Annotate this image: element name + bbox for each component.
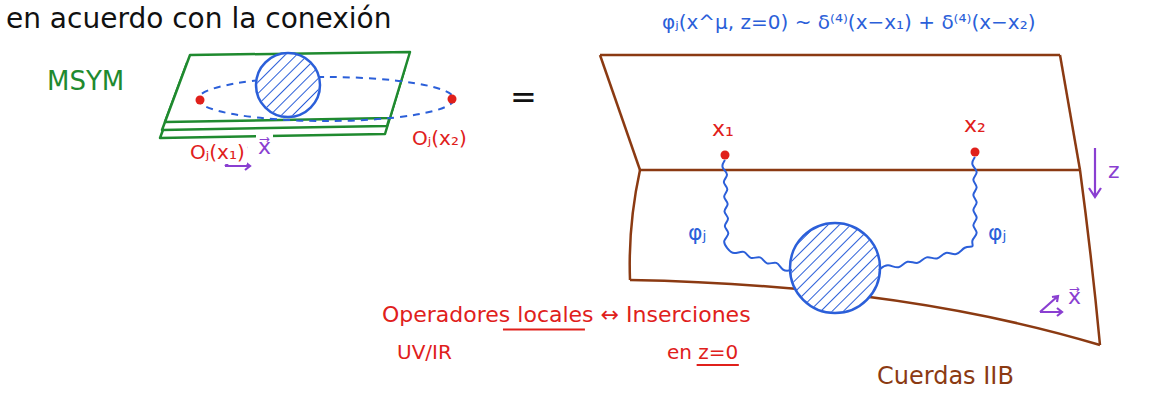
propagator-line bbox=[879, 157, 977, 270]
point-label: x₁ bbox=[710, 116, 736, 142]
dictionary-note: Operadores locales ↔ Inserciones bbox=[380, 302, 753, 328]
dictionary-note: UV/IR bbox=[395, 340, 454, 364]
insertion-dot bbox=[448, 95, 457, 104]
dictionary-note: en z=0 bbox=[665, 340, 740, 364]
axis-label: x⃗ bbox=[256, 134, 273, 160]
field-label: φⱼ bbox=[686, 220, 708, 246]
axis-label: x⃗ bbox=[1066, 284, 1083, 310]
underline bbox=[503, 328, 585, 330]
brane-stack bbox=[160, 52, 410, 138]
boundary-condition: φⱼ(x^μ, z=0) ~ δ⁽⁴⁾(x−x₁) + δ⁽⁴⁾(x−x₂) bbox=[660, 10, 1038, 34]
insertion-dot bbox=[721, 151, 730, 160]
insertion-dot bbox=[971, 148, 980, 157]
dashed-loop bbox=[198, 77, 454, 121]
equals-sign: = bbox=[508, 78, 539, 116]
point-label: x₂ bbox=[962, 112, 988, 138]
underline bbox=[697, 364, 739, 366]
propagator-line bbox=[722, 160, 792, 271]
hatched-blob-fill bbox=[257, 54, 319, 116]
operator-label: Oⱼ(x₂) bbox=[410, 126, 469, 150]
theory-name: Cuerdas IIB bbox=[875, 362, 1016, 391]
insertion-dot bbox=[196, 96, 205, 105]
theory-name: MSYM bbox=[45, 66, 126, 97]
hatched-blob bbox=[790, 223, 880, 313]
heading-note: en acuerdo con la conexión bbox=[4, 2, 393, 36]
hatched-blob bbox=[256, 53, 320, 117]
hatched-blob-fill bbox=[791, 224, 879, 312]
operator-label: Oⱼ(x₁) bbox=[188, 140, 247, 164]
axes-symbol bbox=[1040, 296, 1062, 316]
axis-label: z bbox=[1106, 158, 1122, 184]
field-label: φⱼ bbox=[986, 220, 1008, 246]
z-arrow bbox=[1089, 148, 1101, 197]
